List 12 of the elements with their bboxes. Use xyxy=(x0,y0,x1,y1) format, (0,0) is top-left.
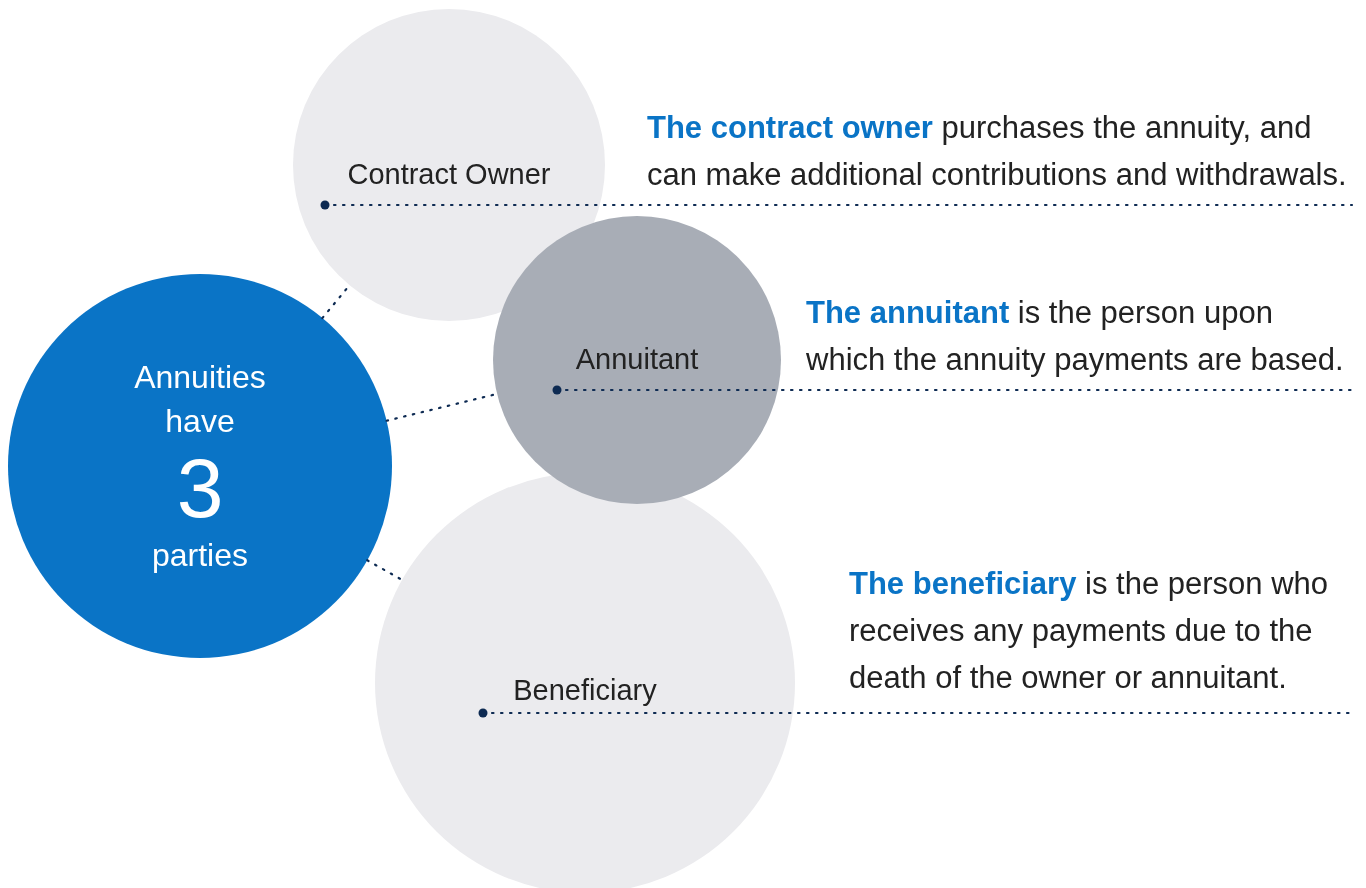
circle-label: Contract Owner xyxy=(347,157,551,193)
big-number: 3 xyxy=(176,443,224,533)
dotted-connector xyxy=(366,559,404,581)
leader-line xyxy=(552,385,1354,395)
circle-title: Annuities have xyxy=(133,358,267,441)
circle-label: Annuitant xyxy=(575,342,699,378)
leader-line xyxy=(320,200,1354,210)
circle-label: Beneficiary xyxy=(513,673,657,709)
circle-title: parties xyxy=(150,536,249,575)
description-text: The beneficiary is the person who receives any payments due to the death of the owner or annuitant. xyxy=(849,565,1329,697)
description-text: The contract owner purchases the annuity, and can make additional contributions and withdrawals. xyxy=(647,109,1347,194)
description-text: The annuitant is the person upon which the annuity payments are based. xyxy=(806,294,1345,379)
